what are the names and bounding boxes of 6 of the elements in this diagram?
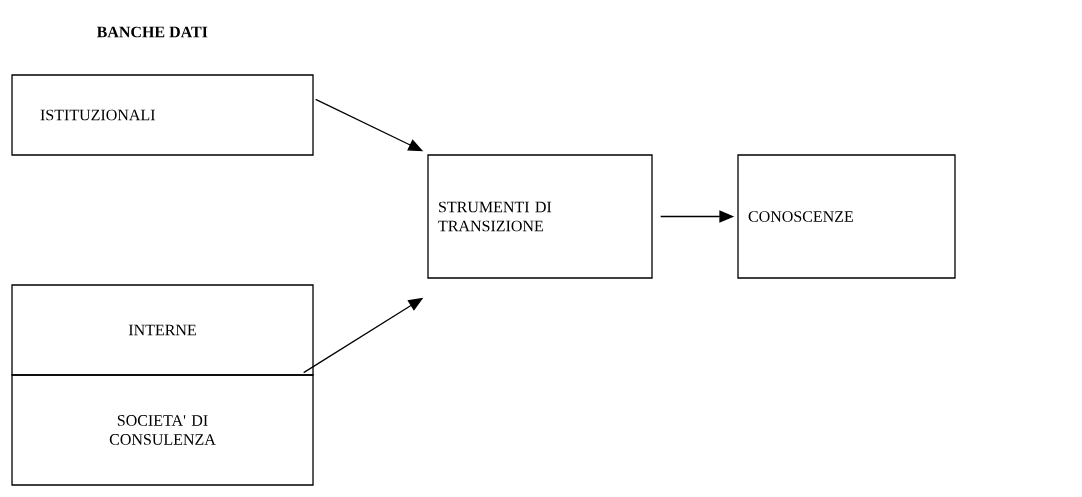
text-box: SOCIETA' DI CONSULENZA [11,374,314,486]
text-box: CONOSCENZE [737,154,956,279]
text-box: ISTITUZIONALI [11,74,314,156]
title: BANCHE DATI [96,26,208,38]
text-box: STRUMENTI DI TRANSIZIONE [427,154,653,279]
text-box: INTERNE [11,284,314,376]
